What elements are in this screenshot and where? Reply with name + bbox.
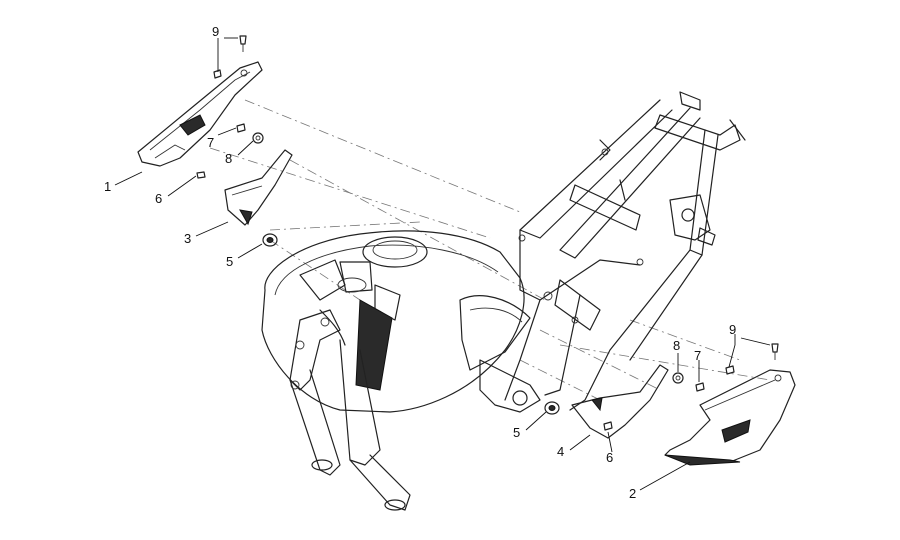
callout-9-right: 9 [729, 322, 736, 337]
callout-6-right: 6 [606, 450, 613, 465]
callout-7-left: 7 [207, 135, 214, 150]
callout-4: 4 [557, 444, 564, 459]
motorcycle-frame [479, 91, 746, 413]
callout-2: 2 [629, 486, 636, 501]
left-side-cover [137, 61, 263, 167]
steering-head [289, 309, 411, 511]
callout-9-left: 9 [212, 24, 219, 39]
assembly-lines [209, 99, 771, 401]
leader-lines [114, 37, 771, 491]
callout-3: 3 [184, 231, 191, 246]
left-bracket [224, 149, 293, 226]
callout-7-right: 7 [694, 348, 701, 363]
callout-8-left: 8 [225, 151, 232, 166]
callout-6-left: 6 [155, 191, 162, 206]
hardware [196, 35, 779, 431]
callout-5-left: 5 [226, 254, 233, 269]
right-side-cover [664, 369, 796, 466]
callout-1: 1 [104, 179, 111, 194]
fuel-tank [261, 230, 531, 413]
callouts: 9 7 8 1 6 3 5 9 8 7 5 4 6 2 [104, 24, 736, 501]
right-bracket [571, 364, 669, 439]
callout-5-right: 5 [513, 425, 520, 440]
callout-8-right: 8 [673, 338, 680, 353]
